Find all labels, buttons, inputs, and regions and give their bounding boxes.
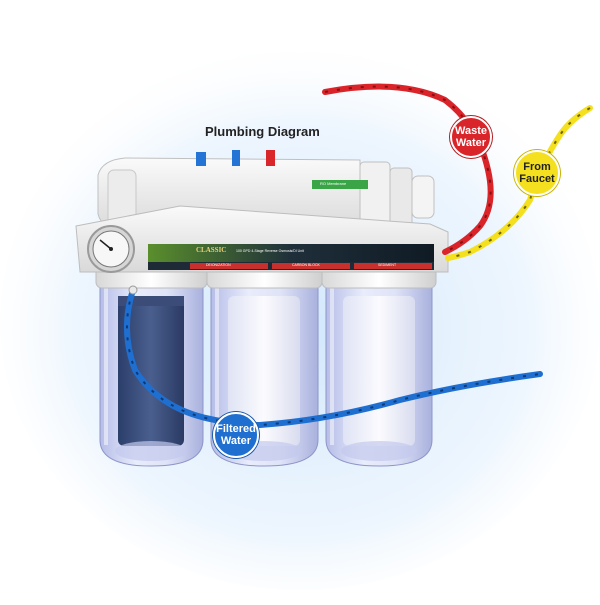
filter-canister-sediment <box>325 271 433 467</box>
unit-brand: CLASSIC <box>196 246 227 254</box>
filtered-water-label-line2: Water <box>220 435 252 447</box>
waste-water-label-line1: Waste <box>455 125 487 137</box>
diagram-title: Plumbing Diagram <box>205 124 320 139</box>
faucet-water-line <box>445 105 593 261</box>
pressure-gauge <box>87 225 135 273</box>
waste-water-badge: Waste Water <box>450 116 492 158</box>
waste-water-label-line2: Water <box>455 137 487 149</box>
membrane-tag: RO Membrane <box>320 181 347 186</box>
unit-description: 100 GPD 4-Stage Reverse Osmosis/DI Unit <box>236 249 304 253</box>
filtered-water-label-line1: Filtered <box>216 423 256 435</box>
filtered-water-badge: Filtered Water <box>213 412 259 458</box>
from-faucet-label-line2: Faucet <box>519 173 555 185</box>
stage-sediment-label: SEDIMENT <box>378 263 397 267</box>
stage-carbon-block-label: CARBON BLOCK <box>292 263 320 267</box>
stage-deionization-label: DEIONIZATION <box>206 263 231 267</box>
filter-canister-deionization <box>99 271 204 467</box>
from-faucet-badge: From Faucet <box>514 150 560 196</box>
from-faucet-label-line1: From <box>523 161 551 173</box>
unit-label-bar <box>148 244 434 270</box>
